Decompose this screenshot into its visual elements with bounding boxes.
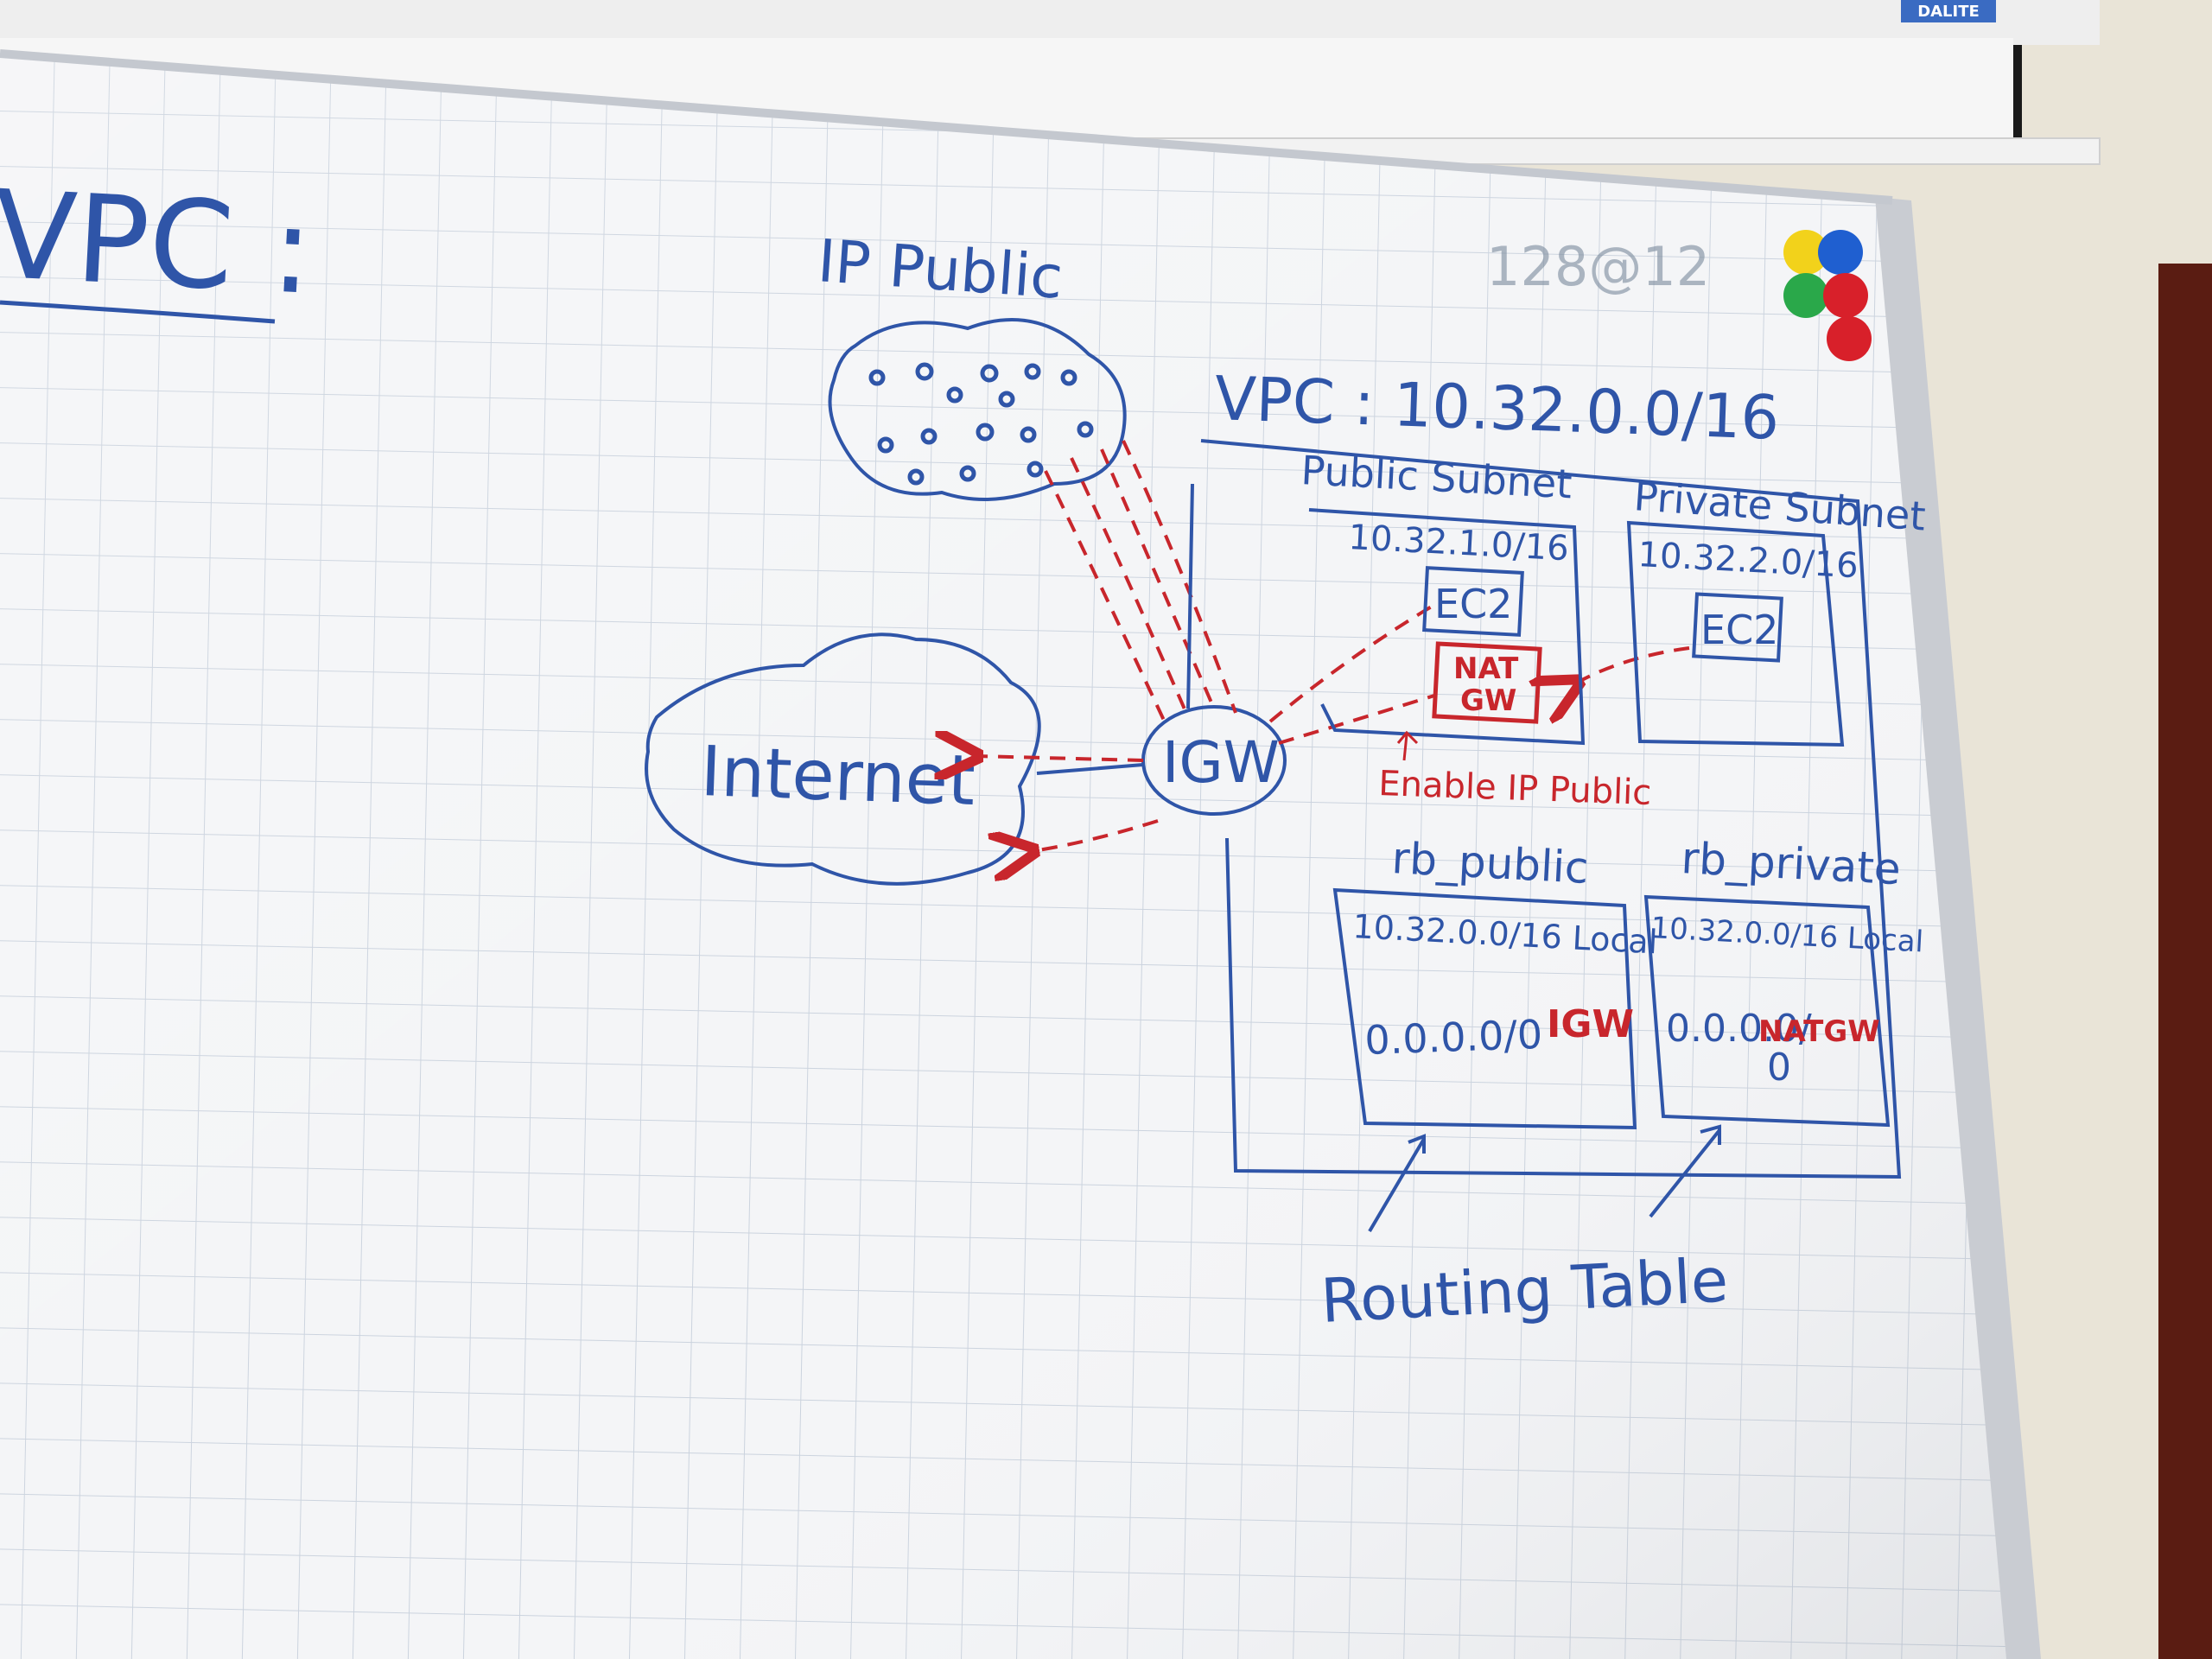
internet-label: Internet xyxy=(699,731,976,821)
whiteboard-frame xyxy=(1875,197,2041,1659)
scribble-text: 128@12 xyxy=(1486,235,1710,298)
routing-table-arrow-left xyxy=(1368,1134,1426,1233)
rb-private-route2-dest: 0.0.0.0/ xyxy=(1666,1007,1812,1051)
projector-screen-case xyxy=(0,0,2100,45)
enable-ip-public-note: Enable IP Public xyxy=(1378,764,1652,813)
rb-private-route2-target: NATGW xyxy=(1758,1014,1880,1049)
ec2-public-label: EC2 xyxy=(1434,581,1512,627)
cloud-icon xyxy=(828,318,1127,501)
public-subnet-box xyxy=(1308,508,1586,746)
vpc-boundary xyxy=(1186,439,1902,1179)
rb-public-route2-target: IGW xyxy=(1547,1002,1634,1046)
door-frame xyxy=(2158,264,2212,1659)
rb-public-box xyxy=(1332,887,1637,1130)
brand-logo xyxy=(1901,0,1996,22)
ip-address-dots xyxy=(868,362,1094,486)
cloud-icon xyxy=(645,632,1041,886)
nat-gateway-line1: NAT xyxy=(1453,652,1519,686)
routing-table-arrow-right xyxy=(1649,1124,1721,1218)
ec2-private-label: EC2 xyxy=(1700,607,1778,653)
nat-gateway-box xyxy=(1432,641,1542,724)
rb-public-title: rb_public xyxy=(1390,833,1589,893)
rb-private-box xyxy=(1643,894,1891,1128)
traffic-flow-lines xyxy=(976,440,1690,851)
magnet-icon xyxy=(1783,230,1872,361)
private-subnet-box xyxy=(1626,520,1845,747)
nat-gateway-line2: GW xyxy=(1460,683,1516,718)
ec2-private-box xyxy=(1692,592,1783,663)
rb-public-route2-dest: 0.0.0.0/0 xyxy=(1363,1011,1542,1064)
rb-private-route2-dest-tail: 0 xyxy=(1767,1046,1791,1090)
rb-private-title: rb_private xyxy=(1680,833,1902,894)
brand-logo-text: DALITE xyxy=(1917,3,1980,21)
ec2-public-box xyxy=(1422,566,1524,637)
board-heading: VPC : xyxy=(0,165,316,322)
igw-label: IGW xyxy=(1162,729,1280,796)
